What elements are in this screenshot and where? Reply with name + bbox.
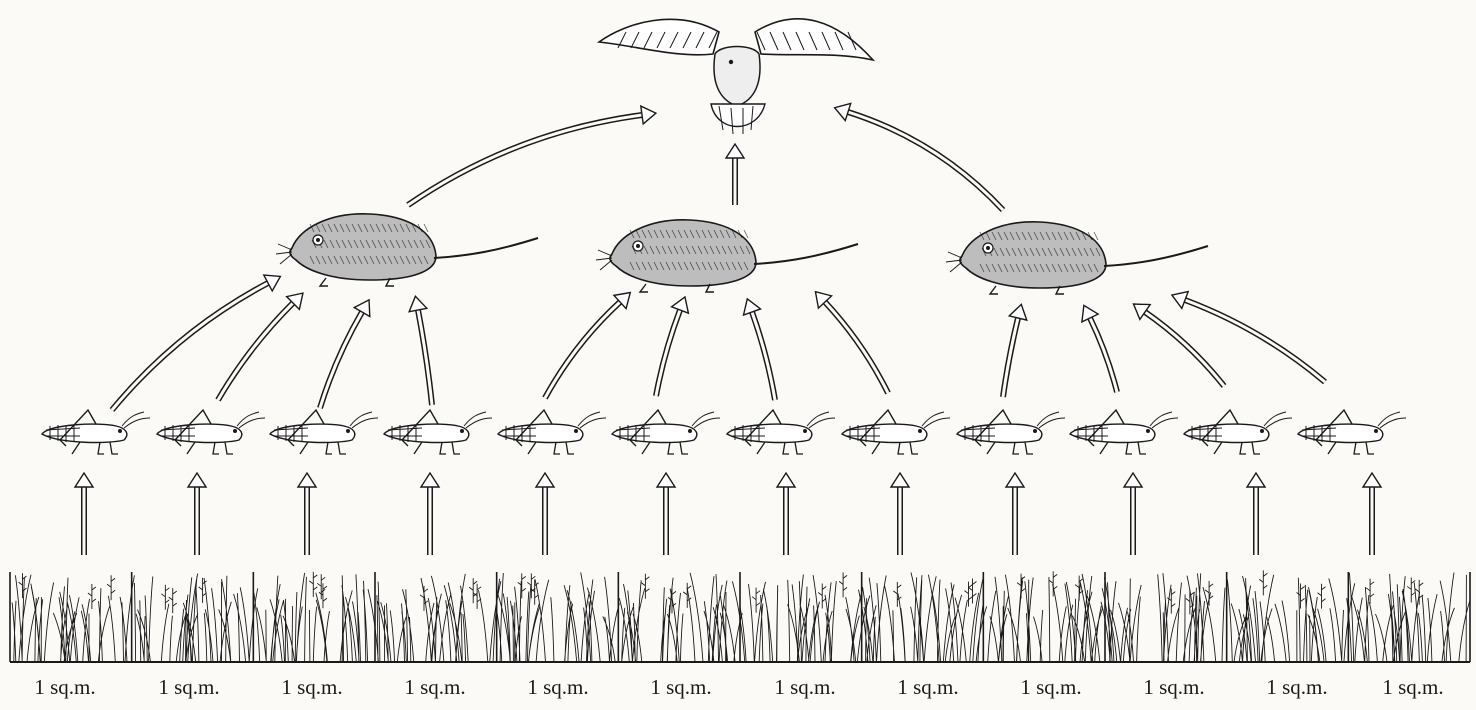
grasshoppers [42,410,1406,454]
arrow-icon [1363,473,1381,555]
mouse-icon [276,214,538,286]
arrow-icon [1082,305,1117,392]
mouse-icon [596,220,858,292]
grasshopper-icon [498,410,606,454]
arrow-icon [320,300,370,408]
grass-plot-icon [859,572,987,662]
arrows [75,103,1381,555]
arrow-icon [1247,473,1265,555]
grass-plot-icon [253,572,367,662]
plot-label: 1 sq.m. [996,675,1106,700]
grass-plot-icon [983,571,1102,662]
grasshopper-icon [1184,410,1292,454]
arrow-icon [815,292,888,393]
plot-label: 1 sq.m. [10,675,120,700]
plot-label: 1 sq.m. [134,675,244,700]
arrow-icon [408,106,656,205]
plot-label: 1 sq.m. [380,675,490,700]
grasshopper-icon [1070,410,1178,454]
grasshopper-icon [842,410,950,454]
arrow-icon [298,473,316,555]
arrow-icon [188,473,206,555]
arrow-icon [891,473,909,555]
plot-label: 1 sq.m. [257,675,367,700]
grasshopper-icon [612,410,720,454]
arrow-icon [421,473,439,555]
grass-plot-icon [1347,572,1470,662]
arrow-icon [1006,473,1024,555]
grass-plots [10,570,1470,662]
grasshopper-icon [270,410,378,454]
arrow-icon [835,103,1003,210]
plot-label: 1 sq.m. [503,675,613,700]
plot-label: 1 sq.m. [626,675,736,700]
grass-plot-icon [618,572,742,662]
grasshopper-icon [957,410,1065,454]
arrow-icon [536,473,554,555]
plot-label: 1 sq.m. [1358,675,1468,700]
grass-plot-icon [10,572,134,662]
mouse-icon [946,222,1208,294]
arrow-icon [1172,292,1325,382]
arrow-icon [1133,304,1224,386]
arrow-icon [744,299,775,400]
arrow-icon [657,473,675,555]
plot-label: 1 sq.m. [750,675,860,700]
grasshopper-icon [157,410,265,454]
grass-plot-icon [1101,572,1225,662]
plot-label: 1 sq.m. [1119,675,1229,700]
arrow-icon [656,297,688,396]
grasshopper-icon [384,410,492,454]
arrow-icon [75,473,93,555]
arrow-icon [409,296,432,405]
grasshopper-icon [42,410,150,454]
plot-label: 1 sq.m. [1242,675,1352,700]
arrow-icon [218,293,303,400]
grasshopper-icon [727,410,835,454]
plot-label: 1 sq.m. [873,675,983,700]
arrow-icon [1003,304,1027,397]
mice [276,214,1208,294]
arrow-icon [777,473,795,555]
grass-plot-icon [1227,570,1355,662]
grasshopper-icon [1298,410,1406,454]
grass-plot-icon [368,572,501,662]
arrow-icon [726,144,744,205]
arrow-icon [1124,473,1142,555]
arrow-icon [545,293,630,398]
grass-plot-icon [132,572,258,662]
grass-plot-icon [732,572,869,662]
grass-plot-icon [496,572,619,662]
